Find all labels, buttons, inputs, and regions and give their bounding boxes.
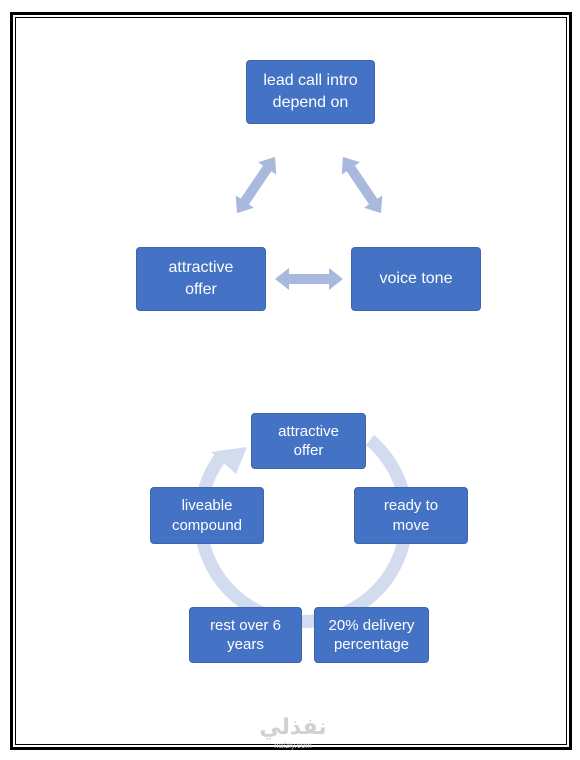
cycle-node-delivery-percentage: 20% delivery percentage <box>314 607 429 663</box>
cycle-node-rest-over-6-years: rest over 6 years <box>189 607 302 663</box>
node-lead-call-intro: lead call intro depend on <box>246 60 375 124</box>
node-attractive-offer: attractive offer <box>136 247 266 311</box>
node-voice-tone: voice tone <box>351 247 481 311</box>
cycle-arrowhead <box>211 447 247 474</box>
page-border-outer <box>10 12 572 750</box>
arrow-bottom-horizontal <box>275 268 343 290</box>
arrow-top-left <box>235 156 277 214</box>
watermark-logo: نفذلي <box>259 714 327 739</box>
cycle-node-ready-to-move: ready to move <box>354 487 468 544</box>
cycle-node-liveable-compound: liveable compound <box>150 487 264 544</box>
watermark-url: nafzly.com <box>274 741 312 750</box>
page-border-inner <box>15 17 567 745</box>
cycle-node-attractive-offer: attractive offer <box>251 413 366 469</box>
arrow-top-right <box>341 156 383 214</box>
